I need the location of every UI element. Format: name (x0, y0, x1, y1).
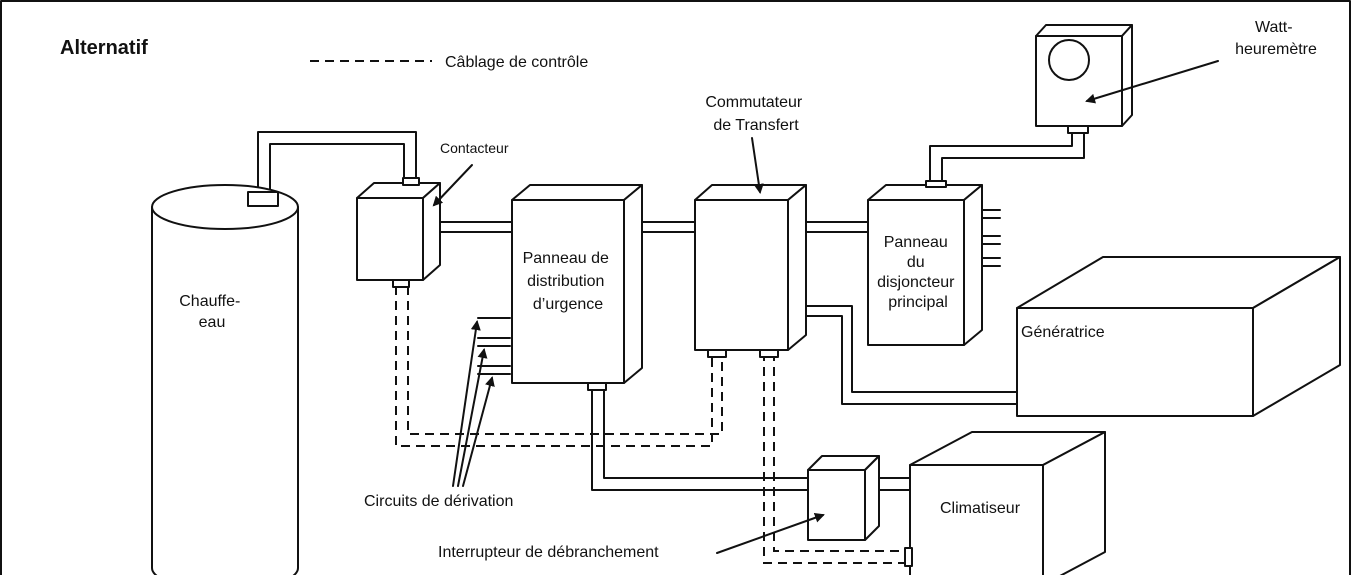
legend-control-wiring: Câblage de contrôle (445, 54, 588, 71)
water-heater-label: Chauffe- eau (179, 293, 245, 331)
contactor: Contacteur (356, 140, 509, 288)
diagram-title: Alternatif (60, 37, 148, 59)
water-heater: Chauffe- eau (151, 184, 299, 575)
air-conditioner: Climatiseur (904, 431, 1106, 575)
air-conditioner-label: Climatiseur (940, 500, 1021, 517)
contactor-arrow (432, 164, 473, 207)
transfer-switch-arrow (751, 137, 764, 194)
branch-circuits-label: Circuits de dérivation (364, 493, 513, 510)
transfer-switch-label: Commutateur de Transfert (705, 94, 806, 134)
watt-meter-arrow (1085, 60, 1219, 104)
contactor-label: Contacteur (440, 140, 509, 156)
watt-hour-meter: Watt- heuremètre (1035, 19, 1317, 134)
disconnect-switch-arrow (716, 512, 825, 554)
emergency-distribution-panel: Panneau de distribution d’urgence (511, 184, 643, 391)
generator: Génératrice (1016, 256, 1341, 417)
generator-label: Génératrice (1021, 324, 1105, 341)
control-wiring (395, 286, 905, 564)
main-breaker-panel: Panneau du disjoncteur principal (867, 180, 983, 346)
emergency-panel-label: Panneau de distribution d’urgence (523, 250, 614, 313)
watt-meter-label: Watt- heuremètre (1235, 19, 1317, 58)
disconnect-switch: Interrupteur de débranchement (438, 455, 880, 561)
main-breaker-label: Panneau du disjoncteur principal (877, 234, 959, 311)
branch-circuits-callout: Circuits de dérivation (364, 320, 513, 510)
transfer-switch: Commutateur de Transfert (694, 94, 807, 358)
disconnect-switch-label: Interrupteur de débranchement (438, 544, 659, 561)
